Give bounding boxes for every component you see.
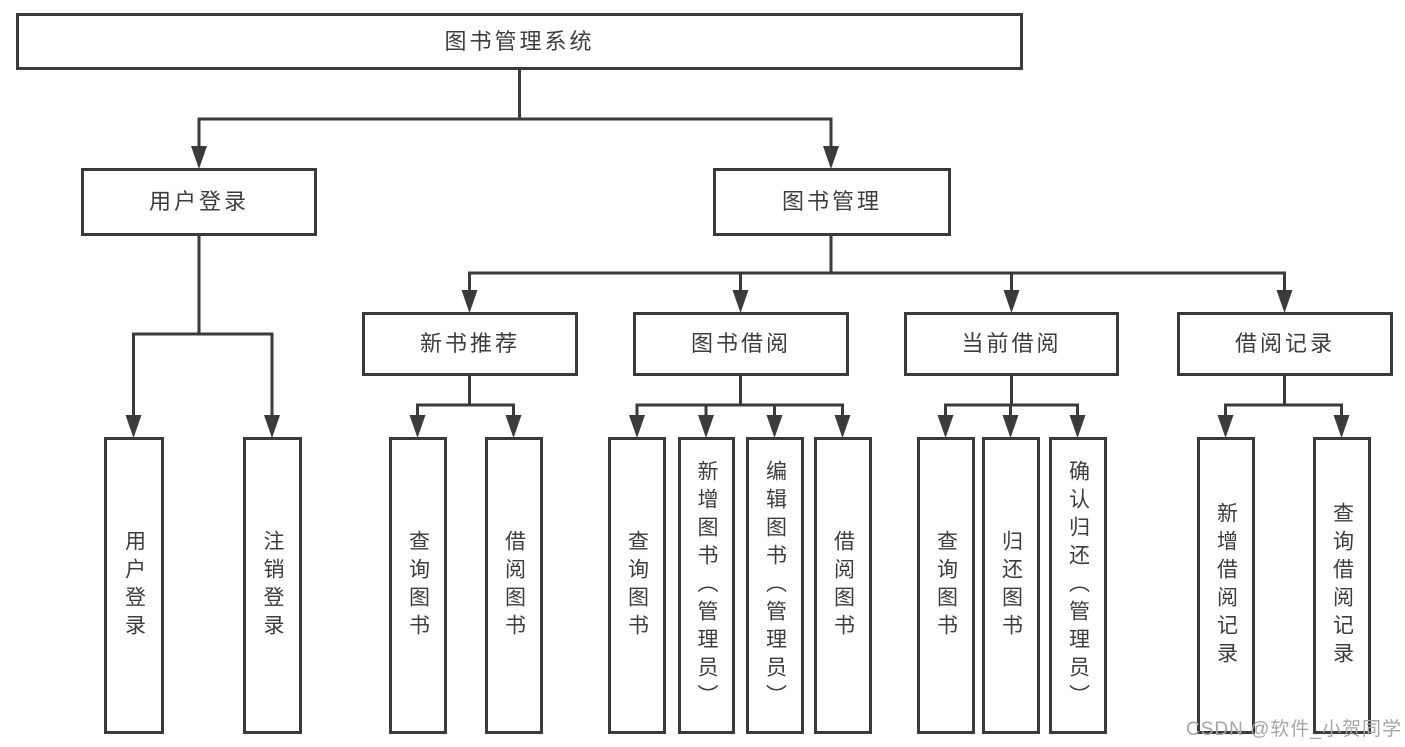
csdn-watermark: CSDN @软件_小贺同学: [1186, 719, 1402, 740]
node-label: 新书推荐: [419, 331, 520, 356]
node-leaf-current-query-books: 查询图书: [917, 437, 975, 734]
node-label: 归还图书: [999, 529, 1023, 642]
node-leaf-current-return-books: 归还图书: [982, 437, 1040, 734]
node-leaf-logout: 注销登录: [243, 437, 302, 734]
node-leaf-user-login: 用户登录: [104, 437, 164, 734]
node-current-borrowing: 当前借阅: [904, 312, 1119, 376]
node-new-book-recommend: 新书推荐: [362, 312, 578, 376]
node-label: 查询图书: [406, 529, 430, 642]
node-label: 查询图书: [934, 529, 958, 642]
node-label: 当前借阅: [961, 331, 1062, 356]
node-leaf-current-confirm-return-admin: 确认归还（管理员）: [1049, 437, 1107, 734]
node-book-borrowing: 图书借阅: [633, 312, 849, 376]
node-label: 图书管理: [781, 189, 882, 214]
node-label: 借阅图书: [831, 529, 855, 642]
node-borrowing-records: 借阅记录: [1177, 312, 1393, 376]
node-leaf-records-query-record: 查询借阅记录: [1313, 437, 1371, 734]
arrowheads: [125, 146, 1350, 438]
node-label: 图书管理系统: [444, 28, 595, 54]
node-label: 用户登录: [148, 189, 249, 214]
node-leaf-records-add-record: 新增借阅记录: [1197, 437, 1255, 734]
node-book-management: 图书管理: [713, 168, 951, 236]
node-root: 图书管理系统: [16, 13, 1023, 70]
node-user-login: 用户登录: [81, 168, 317, 236]
node-label: 借阅记录: [1234, 331, 1335, 356]
node-label: 确认归还（管理员）: [1066, 459, 1090, 712]
node-label: 新增借阅记录: [1214, 501, 1238, 670]
node-label: 用户登录: [122, 529, 146, 642]
node-label: 编辑图书（管理员）: [763, 459, 787, 712]
node-leaf-borrowing-add-books-admin: 新增图书（管理员）: [678, 437, 735, 734]
node-leaf-borrowing-edit-books-admin: 编辑图书（管理员）: [746, 437, 804, 734]
node-leaf-newbooks-borrow-books: 借阅图书: [485, 437, 543, 734]
node-leaf-borrowing-query-books: 查询图书: [608, 437, 666, 734]
node-label: 查询图书: [625, 529, 649, 642]
node-label: 新增图书（管理员）: [695, 459, 718, 712]
node-leaf-newbooks-query-books: 查询图书: [389, 437, 447, 734]
node-leaf-borrowing-borrow-books: 借阅图书: [814, 437, 872, 734]
node-label: 图书借阅: [690, 331, 791, 356]
node-label: 借阅图书: [502, 529, 526, 642]
node-label: 注销登录: [261, 529, 284, 642]
node-label: 查询借阅记录: [1330, 501, 1354, 670]
